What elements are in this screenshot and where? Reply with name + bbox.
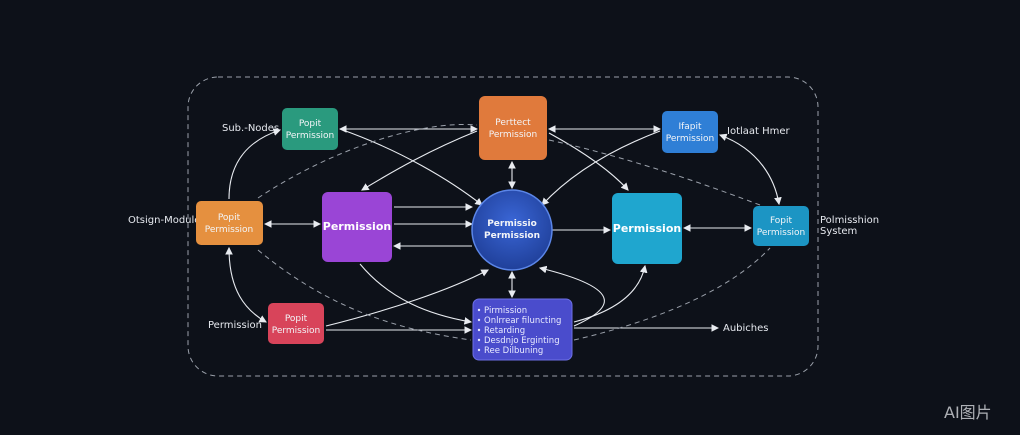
- list-item: Ree Dilbuning: [484, 346, 543, 356]
- node-cyan-small[interactable]: Fopit Permission: [753, 206, 809, 246]
- bullet-icons: [477, 308, 481, 352]
- node-purple-label: Permission: [323, 220, 391, 233]
- system-label-1: Polmisshion: [820, 215, 879, 226]
- node-teal[interactable]: Popit Permission: [282, 108, 338, 150]
- node-center[interactable]: Permissio Permission: [471, 189, 553, 271]
- node-orange-top-line2: Permission: [489, 130, 538, 140]
- node-center-line2: Permission: [484, 231, 540, 241]
- node-orange-top-line1: Perttect: [495, 118, 531, 128]
- origin-module-label: Otsign-Module: [128, 215, 200, 226]
- node-cyan-small-line1: Fopit: [770, 216, 793, 226]
- node-purple[interactable]: Permission: [322, 192, 392, 262]
- node-teal-line1: Popit: [299, 119, 322, 129]
- node-red-line1: Popit: [285, 314, 308, 324]
- list-item: Onlrrear filuncting: [484, 316, 561, 326]
- node-orange-left[interactable]: Popit Permission: [196, 201, 263, 245]
- node-teal-line2: Permission: [286, 131, 335, 141]
- node-center-line1: Permissio: [487, 219, 537, 229]
- system-boundary: [187, 76, 819, 377]
- watermark: AI图片: [944, 403, 992, 422]
- node-blue-top[interactable]: Ifapit Permission: [662, 111, 718, 153]
- system-label-2: System: [820, 226, 857, 237]
- node-cyan-large-label: Permission: [613, 222, 681, 235]
- node-orange-left-line1: Popit: [218, 213, 241, 223]
- node-list[interactable]: Pirmission Onlrrear filuncting Retarding…: [472, 298, 573, 361]
- list-item: Pirmission: [484, 306, 527, 316]
- node-cyan-small-line2: Permission: [757, 228, 806, 238]
- node-orange-top[interactable]: Perttect Permission: [479, 96, 547, 160]
- permission-label: Permission: [208, 320, 262, 331]
- node-blue-top-line1: Ifapit: [678, 122, 702, 132]
- list-item: Retarding: [484, 326, 525, 336]
- top-right-label: Iotlaat Hmer: [727, 126, 791, 137]
- list-item: Desdnjo Erginting: [484, 336, 560, 346]
- node-blue-top-line2: Permission: [666, 134, 715, 144]
- node-cyan-large[interactable]: Permission: [612, 193, 682, 264]
- node-red[interactable]: Popit Permission: [268, 303, 324, 344]
- sub-nodes-label: Sub.-Nodes: [222, 123, 279, 134]
- node-red-line2: Permission: [272, 326, 321, 336]
- connectors: [225, 123, 782, 341]
- node-orange-left-line2: Permission: [205, 225, 254, 235]
- audiences-label: Aubiches: [723, 323, 769, 334]
